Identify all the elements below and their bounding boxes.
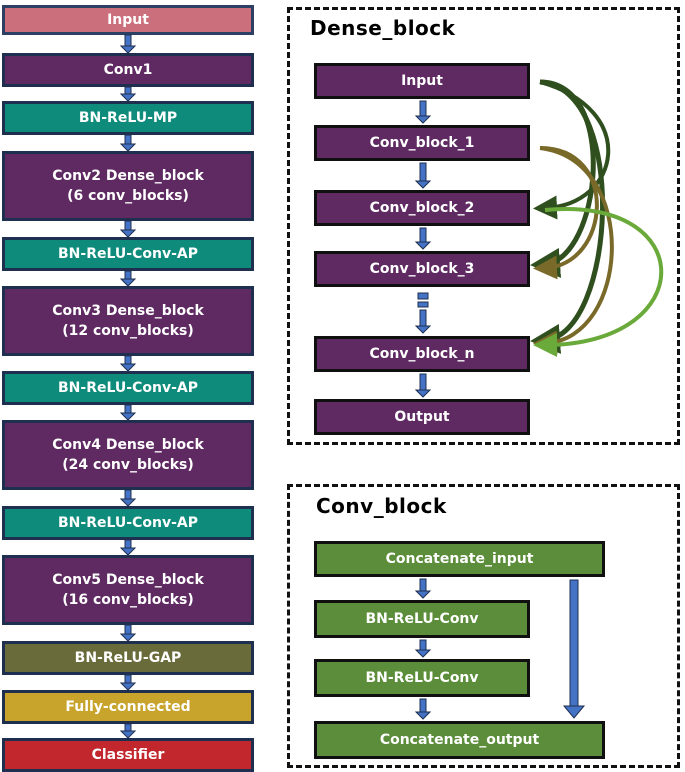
left-arrow-2 — [119, 86, 137, 102]
node-transition-2: BN-ReLU-Conv-AP — [2, 371, 254, 405]
conv-arrow-2 — [414, 639, 432, 658]
dense-arrow-1 — [414, 100, 432, 124]
left-arrow-7 — [119, 404, 137, 421]
residual-arrowhead — [562, 705, 586, 719]
dense-node-output: Output — [314, 399, 530, 435]
dense-block-arrows — [414, 100, 432, 398]
left-column-arrows — [119, 34, 137, 739]
conv-node-bn-relu-conv-1: BN-ReLU-Conv — [314, 600, 530, 638]
dense-block-title: Dense_block — [310, 16, 456, 40]
residual-shaft — [569, 579, 579, 709]
continuation-dot-1 — [417, 292, 429, 300]
node-conv3-dense-block: Conv3 Dense_block (12 conv_blocks) — [2, 286, 254, 356]
node-fully-connected: Fully-connected — [2, 690, 254, 724]
left-arrow-6 — [119, 355, 137, 372]
left-arrow-5 — [119, 270, 137, 287]
node-transition-1: BN-ReLU-Conv-AP — [2, 237, 254, 271]
dense-arrow-continuation — [414, 309, 432, 334]
node-conv4-dense-block: Conv4 Dense_block (24 conv_blocks) — [2, 420, 254, 490]
dense-arrow-4 — [414, 373, 432, 398]
conv-arrow-1 — [414, 578, 432, 599]
node-conv5-dense-block: Conv5 Dense_block (16 conv_blocks) — [2, 555, 254, 625]
left-arrow-9 — [119, 539, 137, 556]
dense-arrow-2 — [414, 162, 432, 189]
conv-node-bn-relu-conv-2: BN-ReLU-Conv — [314, 659, 530, 697]
node-conv1: Conv1 — [2, 53, 254, 87]
dense-block-panel — [287, 7, 680, 445]
node-bn-relu-gap: BN-ReLU-GAP — [2, 641, 254, 675]
skip-input-to-block2 — [533, 80, 611, 220]
conv-node-concatenate-output: Concatenate_output — [314, 721, 605, 759]
dense-node-conv-block-1: Conv_block_1 — [314, 125, 530, 161]
dense-node-conv-block-2: Conv_block_2 — [314, 190, 530, 226]
node-bn-relu-mp: BN-ReLU-MP — [2, 101, 254, 135]
node-conv2-dense-block: Conv2 Dense_block (6 conv_blocks) — [2, 151, 254, 221]
continuation-dot-2 — [417, 301, 429, 308]
skip-block1-to-block3 — [533, 146, 599, 280]
left-arrow-3 — [119, 134, 137, 152]
conv-block-title: Conv_block — [316, 494, 447, 518]
dense-node-conv-block-n: Conv_block_n — [314, 336, 530, 372]
dense-node-conv-block-3: Conv_block_3 — [314, 251, 530, 287]
left-arrow-10 — [119, 624, 137, 642]
skip-block2-to-blockn — [533, 206, 664, 357]
left-arrow-1 — [119, 34, 137, 54]
conv-block-panel — [287, 484, 680, 768]
left-arrow-8 — [119, 489, 137, 507]
left-arrow-4 — [119, 220, 137, 238]
left-arrow-11 — [119, 674, 137, 691]
conv-node-concatenate-input: Concatenate_input — [314, 541, 605, 577]
dense-arrow-3 — [414, 227, 432, 250]
dense-node-input: Input — [314, 63, 530, 99]
conv-block-arrows — [414, 578, 432, 720]
conv-arrow-3 — [414, 698, 432, 720]
left-arrow-12 — [119, 723, 137, 739]
skip-block1-to-blockn — [533, 146, 614, 355]
node-input: Input — [2, 5, 254, 35]
node-classifier: Classifier — [2, 738, 254, 772]
node-transition-3: BN-ReLU-Conv-AP — [2, 506, 254, 540]
